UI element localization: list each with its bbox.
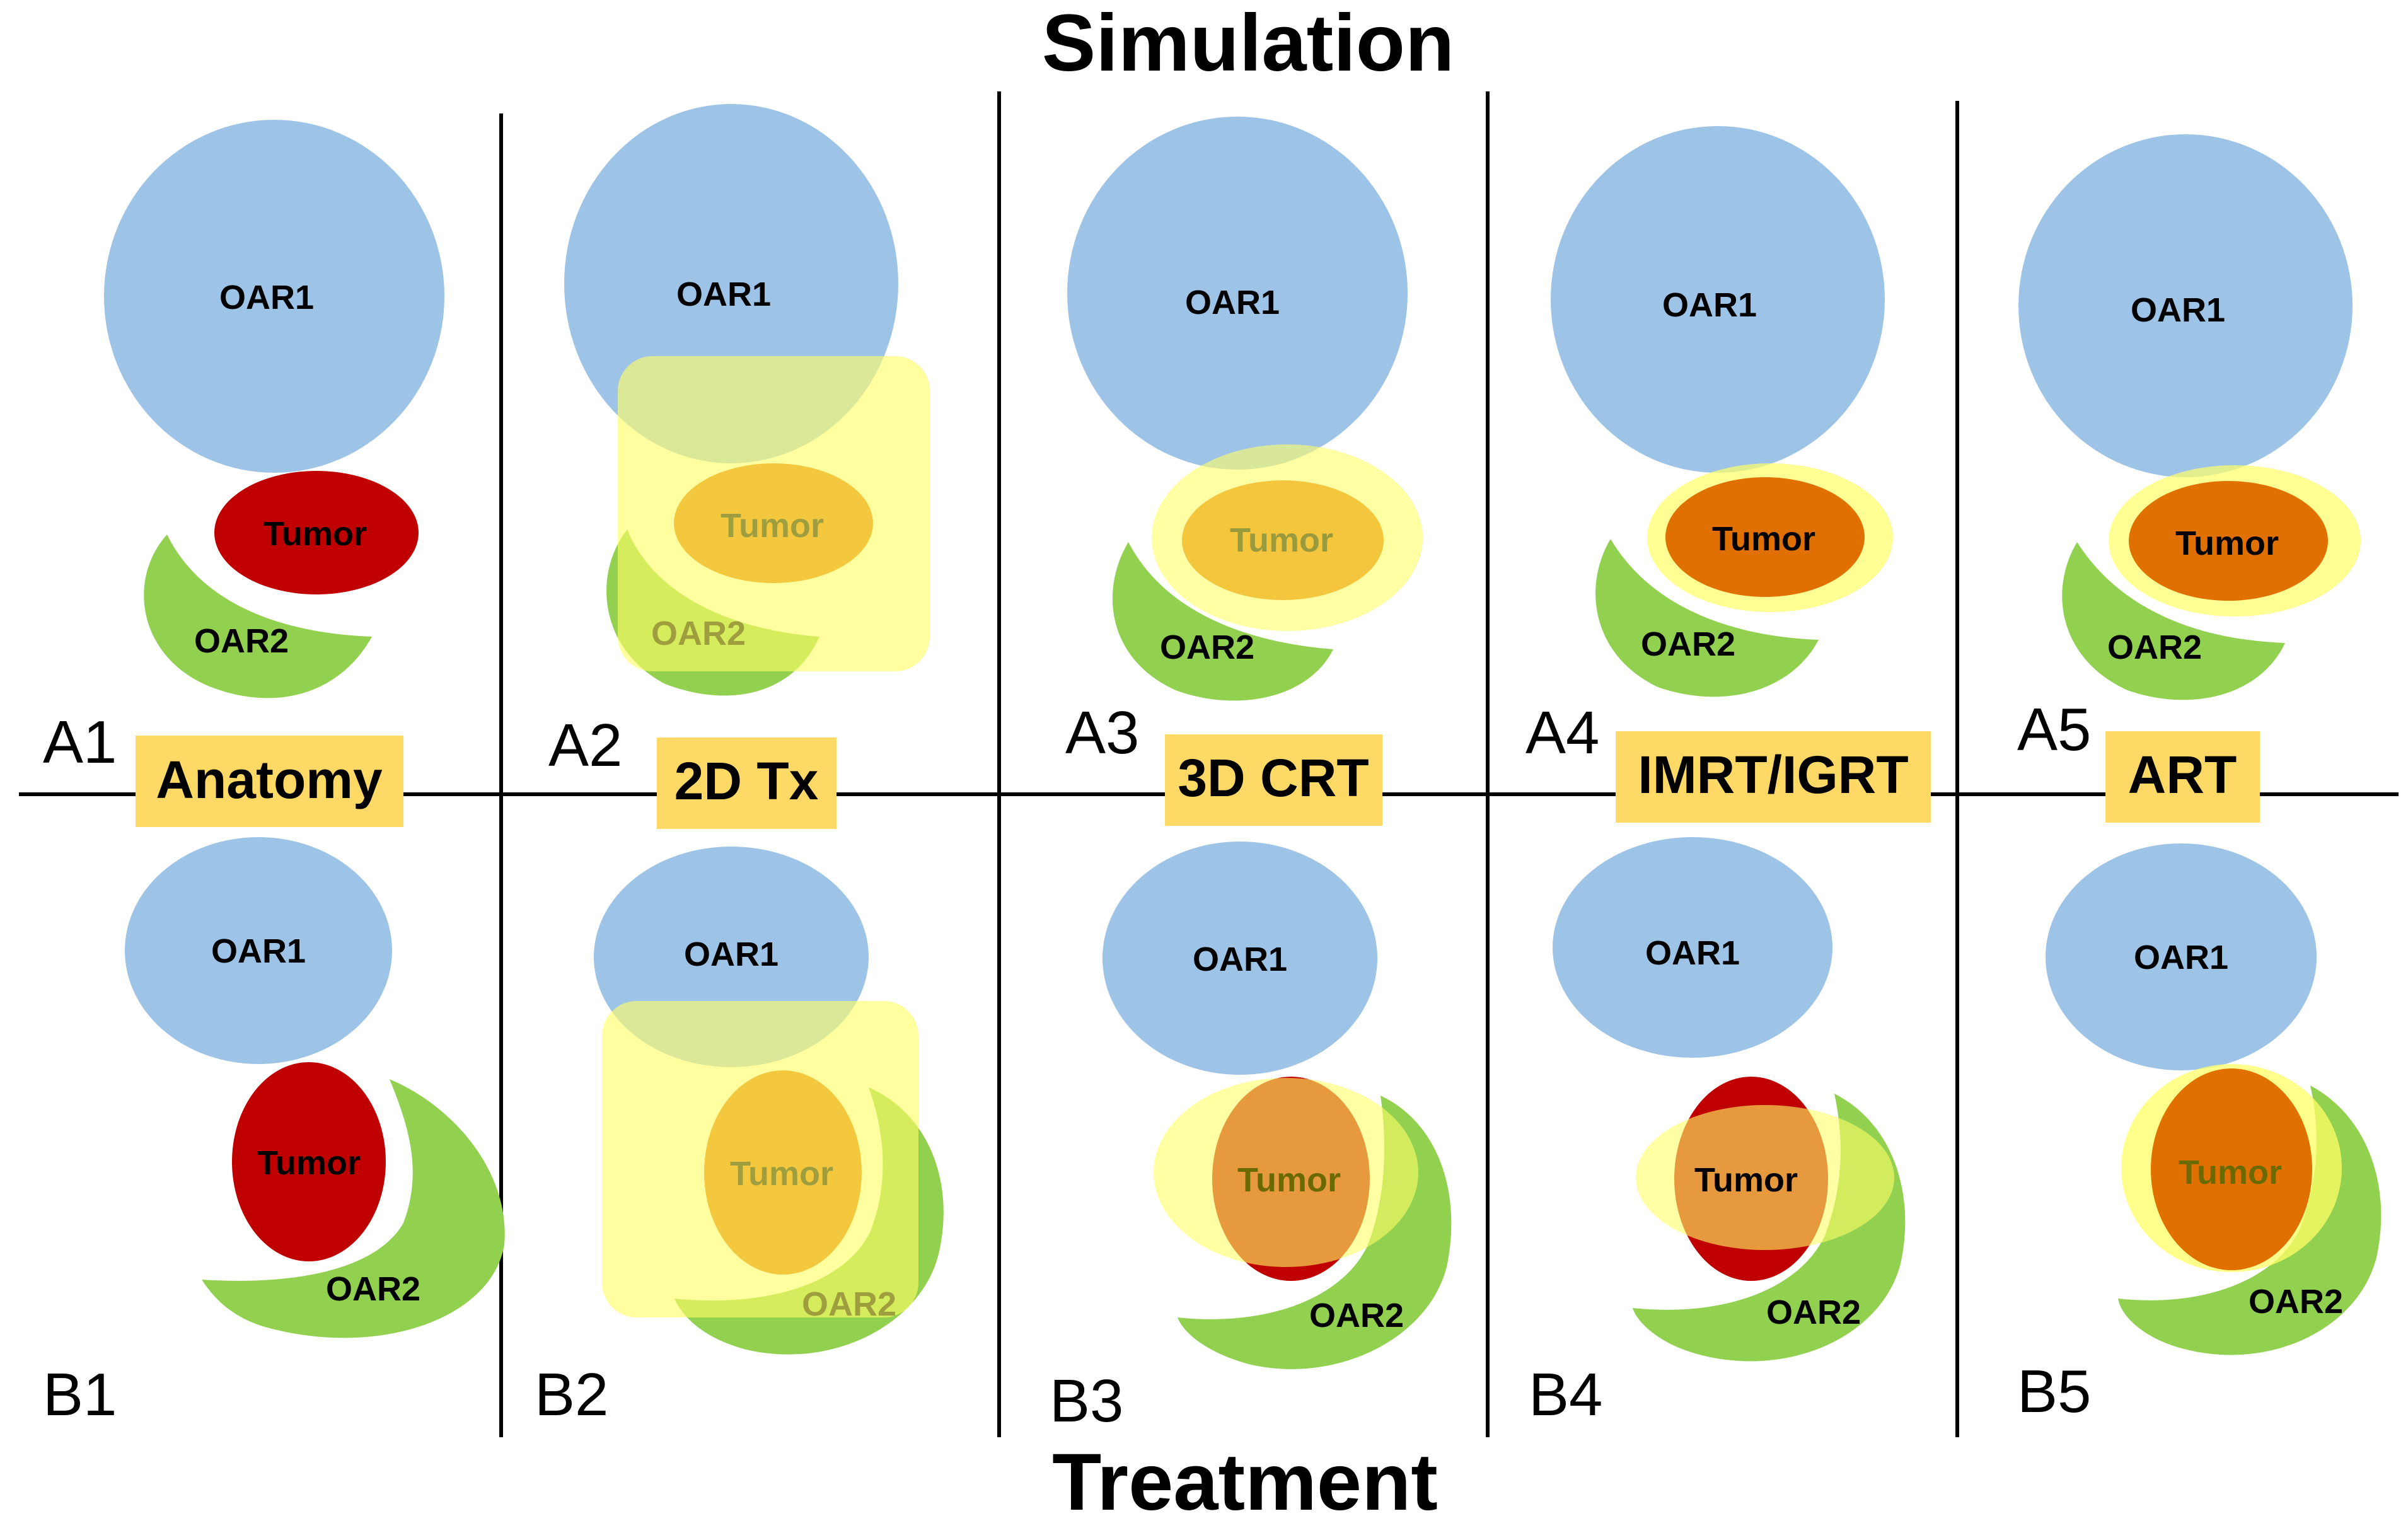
- panel-a1: OAR1 OAR2 Tumor A1: [43, 120, 444, 776]
- panel-id-a2: A2: [548, 712, 622, 779]
- radiation-field: [1154, 1078, 1418, 1267]
- panel-a4: OAR1 OAR2 Tumor A4: [1525, 126, 1893, 767]
- oar1-shape: [125, 837, 392, 1064]
- panel-id-b3: B3: [1050, 1367, 1123, 1435]
- radiation-field: [1152, 444, 1423, 631]
- radiation-field: [1636, 1105, 1894, 1250]
- oar2-shape: [144, 535, 372, 698]
- oar1-label: OAR1: [1185, 284, 1280, 321]
- radiation-field: [602, 1001, 918, 1317]
- panel-b3: OAR1 OAR2 Tumor B3: [1050, 842, 1452, 1435]
- tumor-label: Tumor: [1237, 1161, 1341, 1199]
- oar1-label: OAR1: [684, 935, 779, 973]
- oar2-shape: [2062, 542, 2285, 700]
- panel-id-a3: A3: [1065, 699, 1139, 767]
- label-box: [1616, 731, 1931, 823]
- technique-label: 3D CRT: [1178, 748, 1369, 807]
- panel-id-b4: B4: [1529, 1361, 1602, 1428]
- tumor-label: Tumor: [1712, 520, 1815, 558]
- oar2-shape: [2118, 1085, 2382, 1355]
- title-simulation: Simulation: [1042, 0, 1454, 88]
- label-box: [1165, 734, 1382, 826]
- oar2-shape: [1112, 542, 1333, 701]
- oar1-label: OAR1: [219, 279, 314, 316]
- label-3d-crt: 3D CRT: [1165, 734, 1382, 826]
- oar1-shape: [2046, 843, 2317, 1070]
- oar1-label: OAR1: [211, 932, 306, 970]
- panel-id-a4: A4: [1525, 699, 1599, 767]
- radiation-field: [618, 356, 930, 671]
- panel-b4: OAR1 OAR2 Tumor B4: [1529, 837, 1906, 1428]
- panel-id-a5: A5: [2017, 696, 2091, 763]
- label-anatomy: Anatomy: [136, 736, 403, 827]
- technique-label: ART: [2128, 745, 2237, 804]
- panel-a2: OAR1 OAR2 Tumor A2: [548, 104, 930, 779]
- oar1-shape: [1551, 126, 1885, 473]
- tumor-label: Tumor: [263, 515, 367, 553]
- oar2-shape: [202, 1079, 505, 1338]
- panel-a5: OAR1 OAR2 Tumor A5: [2017, 134, 2361, 763]
- tumor-label: Tumor: [1694, 1161, 1798, 1199]
- panel-b1: OAR1 OAR2 Tumor B1: [43, 837, 505, 1428]
- panel-id-b1: B1: [43, 1361, 117, 1428]
- oar1-shape: [1553, 837, 1832, 1058]
- title-treatment: Treatment: [1052, 1437, 1438, 1527]
- tumor-shape: [1665, 477, 1865, 597]
- label-box: [657, 738, 836, 829]
- oar1-shape: [1103, 842, 1377, 1075]
- label-box: [136, 736, 403, 827]
- label-box: [2105, 731, 2260, 823]
- oar1-label: OAR1: [2134, 939, 2228, 976]
- oar1-label: OAR1: [1662, 286, 1757, 324]
- tumor-label: Tumor: [2179, 1154, 2282, 1191]
- tumor-shape: [2151, 1068, 2312, 1270]
- panel-id-b2: B2: [535, 1361, 608, 1428]
- oar2-label: OAR2: [1160, 628, 1254, 666]
- technique-label: IMRT/IGRT: [1638, 745, 1908, 804]
- oar2-label: OAR2: [1641, 625, 1735, 663]
- tumor-shape: [2129, 481, 2328, 601]
- oar1-shape: [104, 120, 444, 473]
- technique-label: 2D Tx: [674, 751, 819, 811]
- oar1-shape: [2018, 134, 2353, 477]
- oar1-label: OAR1: [1193, 941, 1287, 978]
- oar2-label: OAR2: [1309, 1297, 1404, 1334]
- tumor-shape: [232, 1062, 386, 1261]
- panel-id-b5: B5: [2017, 1358, 2091, 1425]
- oar1-shape: [1067, 117, 1408, 470]
- oar2-label: OAR2: [2107, 628, 2202, 666]
- technique-label: Anatomy: [156, 750, 383, 809]
- oar2-label: OAR2: [194, 622, 289, 660]
- panel-b2: OAR1 OAR2 Tumor B2: [535, 847, 944, 1428]
- panel-a3: OAR1 OAR2 Tumor A3: [1065, 117, 1423, 767]
- tumor-label: Tumor: [257, 1144, 361, 1182]
- panel-id-a1: A1: [43, 709, 117, 776]
- oar1-label: OAR1: [2131, 291, 2225, 329]
- oar2-shape: [1633, 1094, 1906, 1362]
- oar2-shape: [1595, 539, 1819, 697]
- oar2-shape: [1178, 1096, 1452, 1369]
- oar1-label: OAR1: [676, 275, 771, 313]
- tumor-shape: [214, 471, 419, 594]
- oar2-label: OAR2: [326, 1270, 420, 1308]
- oar1-label: OAR1: [1645, 934, 1740, 972]
- label-imrt-igrt: IMRT/IGRT: [1616, 731, 1931, 823]
- oar2-label: OAR2: [1766, 1294, 1861, 1331]
- label-art: ART: [2105, 731, 2260, 823]
- oar2-label: OAR2: [2249, 1283, 2343, 1321]
- panel-b5: OAR1 OAR2 Tumor B5: [2017, 843, 2382, 1425]
- tumor-label: Tumor: [2175, 524, 2279, 562]
- label-2d-tx: 2D Tx: [657, 738, 836, 829]
